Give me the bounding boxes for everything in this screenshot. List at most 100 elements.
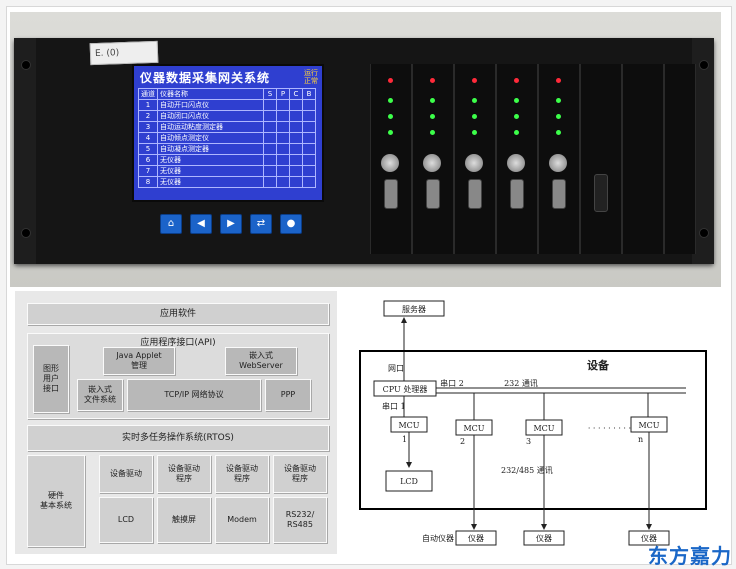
- driver-box: 设备驱动 程序: [157, 455, 211, 493]
- cell: [302, 143, 316, 155]
- mount-hole: [21, 60, 31, 70]
- java-applet-box: Java Applet 管理: [103, 347, 175, 375]
- row-name: 自动闭口闪点仪: [157, 110, 264, 122]
- mcu-index: n: [638, 435, 643, 444]
- serial-connector: [510, 179, 524, 209]
- cell: [289, 99, 303, 111]
- cpu-label: CPU 处理器: [383, 384, 428, 394]
- green-led: [556, 114, 561, 119]
- network-port-label: 网口: [388, 364, 404, 373]
- comm232-label: 232 通讯: [504, 378, 538, 388]
- rtos-layer: 实时多任务操作系统(RTOS): [27, 425, 329, 451]
- serial-connector: [468, 179, 482, 209]
- lcd-device-box: LCD: [99, 497, 153, 543]
- mcu-label: MCU: [463, 424, 484, 433]
- green-led: [514, 98, 519, 103]
- cell: [276, 132, 290, 144]
- mcu-label: MCU: [638, 421, 659, 430]
- green-led: [472, 130, 477, 135]
- screw-knob: [381, 154, 399, 172]
- serial-connector: [384, 179, 398, 209]
- green-led: [556, 130, 561, 135]
- stop-icon[interactable]: ●: [280, 214, 302, 234]
- left-arrow-icon[interactable]: ◀: [190, 214, 212, 234]
- cell: [289, 143, 303, 155]
- row-no: 4: [138, 132, 158, 144]
- io-module: [538, 64, 580, 254]
- cell: [276, 110, 290, 122]
- mount-hole: [21, 228, 31, 238]
- cell: [302, 110, 316, 122]
- cell: [276, 121, 290, 133]
- mcu-label: MCU: [533, 424, 554, 433]
- io-module: [496, 64, 538, 254]
- swap-icon[interactable]: ⇄: [250, 214, 272, 234]
- driver-box: 设备驱动: [99, 455, 153, 493]
- cell: [263, 154, 277, 166]
- cell: [263, 165, 277, 177]
- cell: [289, 165, 303, 177]
- status-label: 正常: [304, 77, 318, 85]
- row-no: 6: [138, 154, 158, 166]
- screw-knob: [465, 154, 483, 172]
- screen-title: 仪器数据采集网关系统: [140, 71, 271, 85]
- app-software-layer: 应用软件: [27, 303, 329, 325]
- serial2-label: 串口 2: [440, 379, 464, 388]
- header-cell: S: [263, 88, 277, 100]
- cell: [263, 176, 277, 188]
- row-no: 5: [138, 143, 158, 155]
- cell: [302, 154, 316, 166]
- row-name: 自动凝点测定器: [157, 143, 264, 155]
- green-led: [514, 130, 519, 135]
- connection-svg: 服务器 网口 设备 CPU 处理器 串口 2 232 通讯 串口 1 MCU 1…: [359, 300, 707, 546]
- comm232-485-label: 232/485 通讯: [501, 465, 553, 475]
- home-icon[interactable]: ⌂: [160, 214, 182, 234]
- green-led: [388, 130, 393, 135]
- red-led: [388, 78, 393, 83]
- hw-base-box: 硬件 基本系统: [27, 455, 85, 547]
- device-boundary: [359, 350, 707, 510]
- row-name: 无仪器: [157, 165, 264, 177]
- red-led: [514, 78, 519, 83]
- ellipsis: · · · · · · · · · ·: [588, 424, 636, 433]
- modem-device-box: Modem: [215, 497, 269, 543]
- tcpip-box: TCP/IP 网络协议: [127, 379, 261, 411]
- header-cell: P: [276, 88, 290, 100]
- serial-connector: [552, 179, 566, 209]
- green-led: [430, 130, 435, 135]
- embedded-webserver-box: 嵌入式 WebServer: [225, 347, 297, 375]
- row-name: 自动倾点测定仪: [157, 132, 264, 144]
- instrument-label: 仪器: [536, 534, 552, 543]
- green-led: [514, 114, 519, 119]
- cell: [302, 99, 316, 111]
- header-cell: B: [302, 88, 316, 100]
- sticker-label: E. (0): [89, 40, 159, 66]
- row-name: 无仪器: [157, 176, 264, 188]
- driver-box: 设备驱动 程序: [215, 455, 269, 493]
- lcd-label: LCD: [400, 477, 418, 486]
- touchscreen-device-box: 触摸屏: [157, 497, 211, 543]
- mcu-label: MCU: [398, 421, 419, 430]
- connector-slot: [594, 174, 608, 212]
- cell: [263, 132, 277, 144]
- screen-status: 运行 正常: [304, 69, 318, 85]
- brand-watermark: 东方嘉力: [648, 544, 732, 568]
- row-no: 2: [138, 110, 158, 122]
- red-led: [430, 78, 435, 83]
- green-led: [556, 98, 561, 103]
- cell: [302, 132, 316, 144]
- blank-panel: [622, 64, 664, 254]
- io-module: [454, 64, 496, 254]
- screw-knob: [507, 154, 525, 172]
- blank-panel: [664, 64, 696, 254]
- cell: [302, 121, 316, 133]
- right-arrow-icon[interactable]: ▶: [220, 214, 242, 234]
- row-name: 无仪器: [157, 154, 264, 166]
- gui-box: 图形 用户 接口: [33, 345, 69, 413]
